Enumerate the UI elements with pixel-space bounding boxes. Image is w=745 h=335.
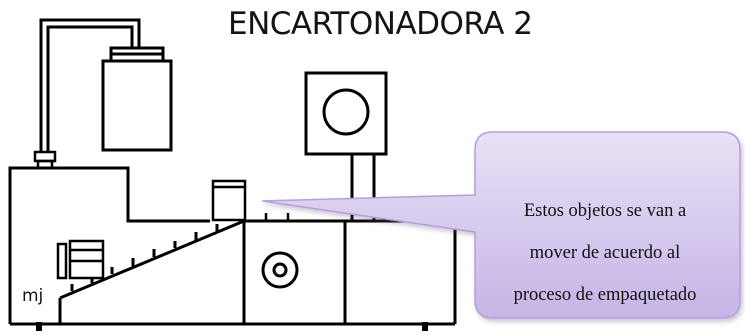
pipe-fitting [33,150,57,170]
feed-pipe [39,18,141,153]
machine-feet [36,322,428,331]
diagram-title: ENCARTONADORA 2 [228,6,533,42]
roller-wheel [261,251,299,289]
overhead-tank [101,46,173,152]
callout-line-2: mover de acuerdo al [529,243,681,263]
callout-bubble [261,131,741,319]
callout-line-1: Estos objetos se van a [523,201,687,221]
moving-box-left [56,239,105,280]
machine-label: mj [22,286,44,306]
callout-text: Estos objetos se van a mover de acuerdo … [474,190,736,316]
moving-box-top [211,179,247,222]
callout-line-3: proceso de empaquetado [513,285,697,305]
